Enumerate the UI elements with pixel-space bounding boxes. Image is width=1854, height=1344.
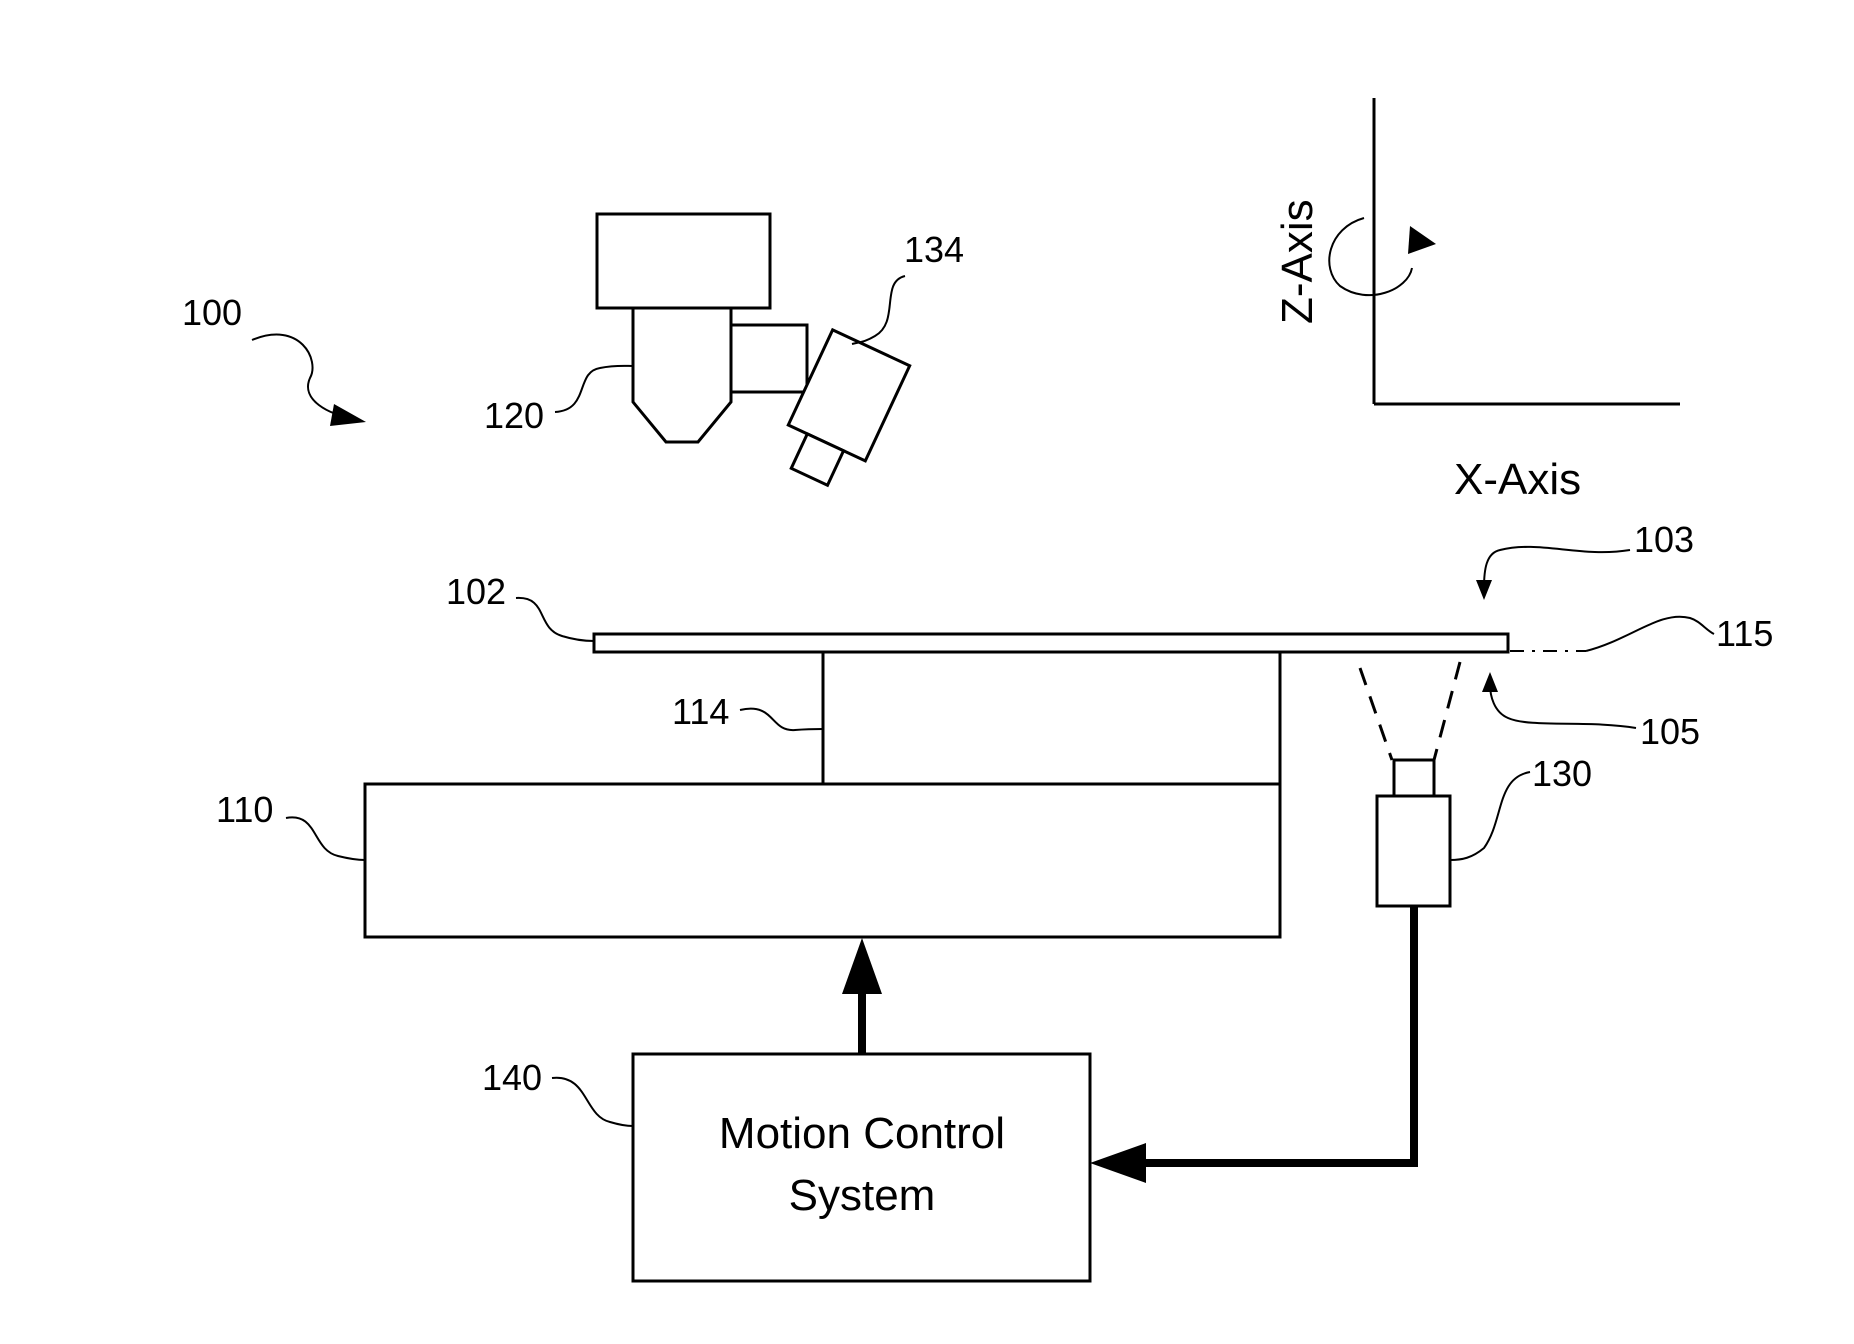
ref-100-arrowhead (330, 404, 366, 426)
ref-105-label: 105 (1640, 711, 1700, 752)
ref-130-label: 130 (1532, 753, 1592, 794)
ref-102-leader (516, 598, 594, 641)
z-rotation-arrowhead (1408, 226, 1436, 254)
ref-103-leader (1484, 547, 1630, 588)
ref-115-label: 115 (1716, 613, 1773, 654)
ref-130-leader (1450, 772, 1530, 860)
ref-100-label: 100 (182, 292, 242, 333)
ref-114-label: 114 (672, 691, 729, 732)
camera-fov-left (1360, 668, 1392, 760)
microscope-side-port (731, 325, 807, 392)
ref-114-leader (740, 709, 823, 730)
alignment-camera-body (1377, 796, 1450, 906)
z-axis-label: Z-Axis (1273, 199, 1322, 324)
z-rotation-arrow (1329, 218, 1412, 295)
camera-to-control-feedback-line (1140, 906, 1414, 1163)
camera-fov-right (1434, 662, 1460, 760)
ref-103-arrowhead (1476, 580, 1492, 600)
ref-110-label: 110 (216, 789, 273, 830)
ref-134-label: 134 (904, 229, 964, 270)
wafer (594, 634, 1508, 652)
inspection-microscope (597, 214, 910, 495)
camera-to-control-arrowhead (1090, 1143, 1146, 1183)
ref-105-arrowhead (1482, 672, 1498, 692)
stage (365, 784, 1280, 937)
ref-102-label: 102 (446, 571, 506, 612)
ref-110-leader (286, 817, 365, 860)
x-axis-label: X-Axis (1454, 455, 1581, 504)
ref-100-leader-arrow (252, 335, 352, 418)
motion-control-box (633, 1054, 1090, 1281)
ref-140-label: 140 (482, 1057, 542, 1098)
control-to-stage-arrowhead (842, 938, 882, 994)
ref-140-leader (552, 1078, 633, 1126)
motion-control-label-line2: System (789, 1171, 936, 1220)
ref-105-leader (1490, 684, 1636, 728)
microscope-objective (633, 308, 731, 442)
alignment-camera-lens (1394, 760, 1434, 796)
microscope-head (597, 214, 770, 308)
coordinate-axes (1329, 98, 1680, 404)
ref-103-label: 103 (1634, 519, 1694, 560)
ref-120-leader (555, 366, 633, 412)
ref-115-leader (1586, 617, 1714, 651)
ref-134-leader (852, 276, 905, 344)
motion-control-label-line1: Motion Control (719, 1109, 1005, 1158)
ref-120-label: 120 (484, 395, 544, 436)
